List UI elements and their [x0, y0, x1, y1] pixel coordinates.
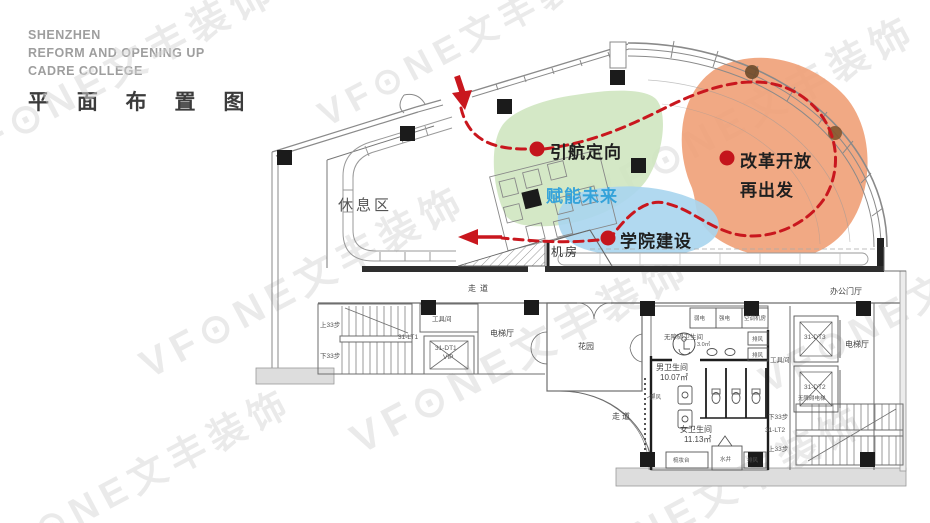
- round-column: [745, 65, 759, 79]
- room-label-elev-hall-left: 电梯厅: [490, 329, 514, 338]
- route-dot-reform: [719, 150, 735, 166]
- subtitle-line3: CADRE COLLEGE: [28, 64, 143, 79]
- room-label-mens-wc: 男卫生间: [656, 363, 688, 372]
- structural-columns: [277, 65, 875, 467]
- room-label-garden: 花园: [578, 342, 594, 351]
- right-elevators: [793, 315, 841, 413]
- route-dot-college: [600, 230, 616, 246]
- display-bench: [557, 248, 877, 266]
- room-label-accessible-elev: 无障碍电梯: [798, 396, 826, 402]
- zone-label-reform2: 再出发: [740, 181, 794, 200]
- room-label-accessible-wc-area: 3.0㎡: [697, 342, 711, 348]
- room-label-office-hall: 办公门厅: [830, 287, 862, 296]
- room-label-strong-power: 强电: [719, 316, 731, 322]
- route-dashed-path: [459, 80, 838, 244]
- room-label-elev-dt2: 31-DT2: [804, 384, 826, 391]
- room-label-rest-area: 休息区: [338, 197, 393, 214]
- room-label-exhaust-2: 排风: [752, 353, 764, 359]
- room-label-stairs-up-left: 上33步: [320, 322, 341, 329]
- rest-area-sofa: [326, 116, 456, 268]
- room-label-elev-dt1-vip: VIP: [443, 354, 454, 361]
- room-label-exhaust-3: 排风: [747, 458, 759, 464]
- room-label-stairs-lt1: 31-LT1: [398, 334, 419, 341]
- room-label-machine-room: 机房: [551, 245, 580, 259]
- room-label-corridor-bottom: 走道: [612, 412, 632, 421]
- room-label-womens-wc-area: 11.13㎡: [684, 435, 712, 444]
- room-label-elev-hall-right: 电梯厅: [845, 340, 869, 349]
- zone-label-reform: 改革开放: [740, 152, 812, 171]
- hall-lower-walls: [362, 229, 884, 272]
- room-label-water-well: 水井: [720, 457, 732, 463]
- subtitle-line2: REFORM AND OPENING UP: [28, 46, 205, 61]
- zone-orange: [681, 57, 868, 259]
- room-label-corridor-center: 走道: [468, 284, 492, 293]
- subtitle-line1: SHENZHEN: [28, 28, 101, 42]
- entry-arrowhead: [452, 90, 472, 110]
- room-label-ac-room: 空调机房: [744, 316, 767, 322]
- room-label-mens-wc-area: 10.07㎡: [660, 373, 689, 382]
- project-subtitle: SHENZHEN REFORM AND OPENING UP CADRE COL…: [28, 26, 205, 80]
- room-label-dressing-table: 梳妆台: [673, 458, 690, 464]
- route-dot-pilot: [529, 141, 545, 157]
- room-label-stairs-lt2: 31-LT2: [765, 427, 786, 434]
- zone-label-college: 学院建设: [620, 232, 692, 251]
- room-label-elev-dt1: 31-DT1: [435, 345, 457, 352]
- lower-wing: [255, 247, 907, 487]
- room-label-weak-power: 弱电: [694, 316, 706, 322]
- room-label-screen: 屏风: [650, 395, 662, 401]
- room-label-exhaust-1: 排风: [752, 337, 764, 343]
- exterior-walls: [271, 40, 888, 370]
- room-label-elev-dt3: 31-DT3: [804, 334, 826, 341]
- exit-arrowhead: [458, 229, 478, 245]
- zone-label-pilot: 引航定向: [550, 143, 622, 162]
- visitor-route: [452, 75, 838, 246]
- room-label-stairs-up-right: 上33步: [768, 446, 789, 453]
- room-label-tool-left: 工具间: [432, 316, 452, 323]
- entry-arrow: [454, 75, 466, 95]
- room-label-womens-wc: 女卫生间: [680, 425, 712, 434]
- room-label-tool-right: 工具间: [770, 357, 790, 364]
- room-label-stairs-down-right: 下33步: [768, 414, 789, 421]
- zone-label-future: 赋能未来: [546, 187, 618, 206]
- room-label-accessible-wc: 无障碍卫生间: [664, 334, 703, 341]
- page-title: 平 面 布 置 图: [28, 91, 256, 114]
- room-label-stairs-down-left: 下33步: [320, 353, 341, 360]
